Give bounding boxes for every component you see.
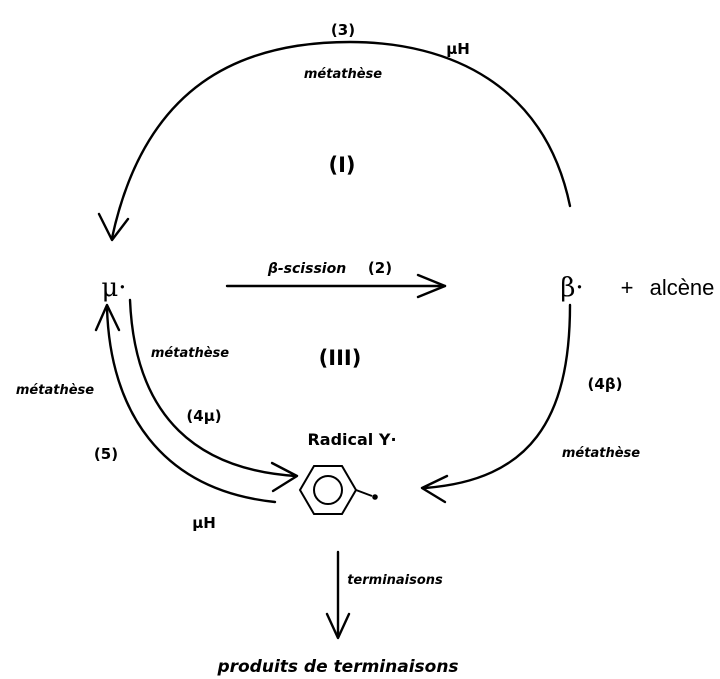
loop-III-label: (III) (319, 346, 362, 370)
arc-4beta-arrowhead (420, 474, 449, 504)
step-3-label: (3) (331, 21, 355, 39)
step-4beta-label: (4β) (588, 375, 623, 393)
arc-4mu-arrowhead (270, 461, 299, 493)
metathese-mu-label: métathèse (151, 346, 229, 361)
arc-5 (105, 306, 277, 504)
radical-dot (372, 494, 378, 500)
muH-bottom-label: μH (192, 514, 216, 532)
muH-top-label: μH (446, 40, 470, 58)
arc-metathese-3 (110, 40, 572, 240)
step-2-label: (2) (368, 259, 392, 277)
benzene-inner-circle (313, 475, 343, 505)
beta-scission-label: β-scission (267, 261, 346, 277)
terminaisons-arrowhead (325, 612, 351, 640)
alkene-label: alcène (650, 275, 715, 300)
arc-4beta (423, 303, 572, 490)
beta-radical: β· (560, 273, 583, 303)
radical-y-label: Radical Y· (307, 430, 396, 449)
plus-sign: + (621, 275, 634, 300)
produits-terminaisons-label: produits de terminaisons (216, 657, 458, 677)
benzyl-radical-structure (298, 465, 378, 515)
mu-radical: μ· (101, 273, 126, 303)
benzene-ring (298, 465, 358, 515)
arc-4mu (128, 298, 298, 478)
arc-5-arrowhead (94, 303, 121, 332)
metathese-beta-label: métathèse (562, 446, 640, 461)
step-4mu-label: (4μ) (186, 407, 221, 425)
step-5-label: (5) (94, 445, 118, 463)
benzyl-bond (355, 489, 373, 497)
loop-I-label: (I) (328, 153, 355, 177)
terminaisons-label: terminaisons (347, 573, 443, 588)
beta-scission-arrowhead (416, 273, 447, 299)
metathese-top-label: métathèse (304, 67, 382, 82)
metathese-left-label: métathèse (16, 383, 94, 398)
arc-metathese-3-arrowhead (97, 212, 130, 242)
